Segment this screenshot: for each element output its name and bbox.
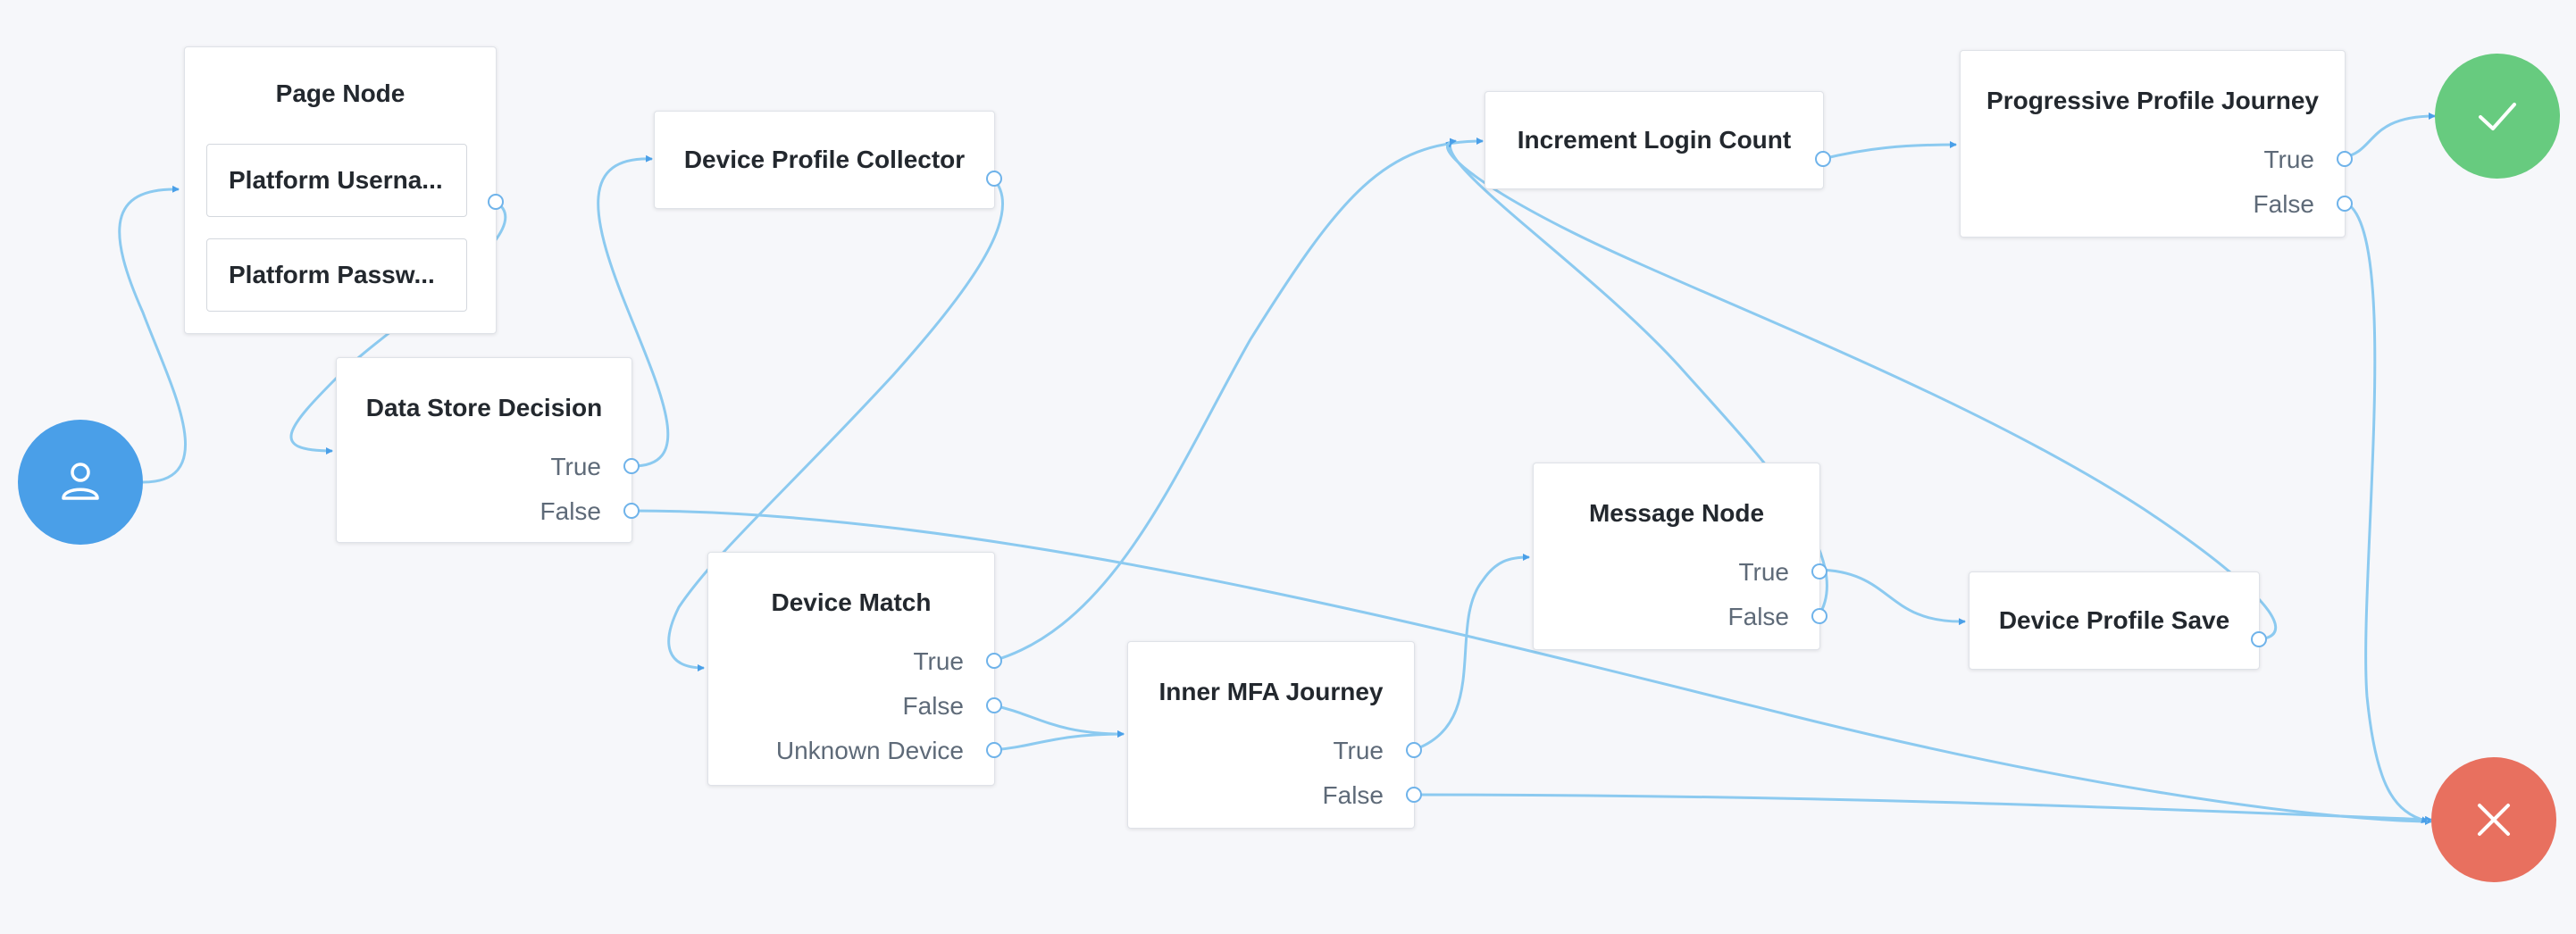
- data-store-decision-title: Data Store Decision: [365, 394, 603, 421]
- device-profile-save-title: Device Profile Save: [1998, 606, 2230, 634]
- check-icon: [2479, 103, 2516, 130]
- edge-device-match-true-to-increment: [992, 138, 1484, 663]
- inner-mfa-journey-true-label: True: [1333, 737, 1384, 764]
- increment-login-count-node[interactable]: Increment Login Count: [1485, 91, 1831, 189]
- device-profile-save-node[interactable]: Device Profile Save: [1969, 571, 2267, 670]
- page-node[interactable]: Page Node Platform Userna... Platform Pa…: [184, 46, 504, 334]
- device-profile-collector-output-port[interactable]: [986, 171, 1002, 187]
- progressive-profile-journey-title: Progressive Profile Journey: [1986, 87, 2319, 114]
- inner-mfa-journey-title: Inner MFA Journey: [1158, 678, 1384, 705]
- progressive-profile-journey-true-port[interactable]: [2337, 151, 2353, 167]
- device-match-false-port[interactable]: [986, 697, 1002, 713]
- edge-device-match-unknown-to-inner-mfa: [992, 730, 1125, 752]
- edge-start-to-page-node: [118, 185, 188, 484]
- device-match-true-port[interactable]: [986, 653, 1002, 669]
- data-store-decision-false-port[interactable]: [623, 503, 640, 519]
- platform-password-node[interactable]: Platform Passw...: [206, 238, 467, 312]
- platform-username-node[interactable]: Platform Userna...: [206, 144, 467, 217]
- success-node[interactable]: [2435, 54, 2560, 179]
- message-node[interactable]: Message Node True False: [1533, 463, 1827, 650]
- data-store-decision-false-label: False: [539, 497, 601, 525]
- data-store-decision-true-label: True: [550, 453, 601, 480]
- page-node-output-port[interactable]: [488, 194, 504, 210]
- user-icon: [62, 463, 99, 500]
- inner-mfa-journey-false-port[interactable]: [1406, 787, 1422, 803]
- progressive-profile-journey-node[interactable]: Progressive Profile Journey True False: [1960, 50, 2353, 238]
- message-node-true-port[interactable]: [1811, 563, 1827, 580]
- inner-mfa-journey-true-port[interactable]: [1406, 742, 1422, 758]
- edge-progressive-false-to-failure: [2343, 200, 2429, 824]
- increment-login-count-title: Increment Login Count: [1517, 126, 1792, 154]
- x-icon: [2478, 804, 2510, 836]
- edge-inner-mfa-false-to-failure: [1412, 793, 2432, 823]
- failure-node[interactable]: [2431, 757, 2556, 882]
- device-profile-save-output-port[interactable]: [2251, 631, 2267, 647]
- device-match-node[interactable]: Device Match True False Unknown Device: [707, 552, 1002, 786]
- edge-device-match-false-to-inner-mfa: [992, 704, 1125, 738]
- message-node-false-port[interactable]: [1811, 608, 1827, 624]
- edge-progressive-true-to-success: [2343, 113, 2436, 159]
- progressive-profile-journey-false-label: False: [2253, 190, 2314, 218]
- device-profile-collector-title: Device Profile Collector: [683, 146, 966, 173]
- device-match-title: Device Match: [771, 588, 932, 616]
- increment-login-count-output-port[interactable]: [1815, 151, 1831, 167]
- message-node-title: Message Node: [1588, 499, 1765, 527]
- message-node-true-label: True: [1738, 558, 1789, 586]
- start-node[interactable]: [18, 420, 143, 545]
- edge-message-true-to-profile-save: [1818, 568, 1966, 626]
- device-profile-collector-node[interactable]: Device Profile Collector: [654, 111, 1002, 209]
- data-store-decision-node[interactable]: Data Store Decision True False: [336, 357, 640, 543]
- inner-mfa-journey-false-label: False: [1322, 781, 1384, 809]
- inner-mfa-journey-node[interactable]: Inner MFA Journey True False: [1127, 641, 1422, 829]
- page-node-title: Page Node: [275, 79, 406, 107]
- progressive-profile-journey-true-label: True: [2263, 146, 2314, 173]
- device-match-unknown-port[interactable]: [986, 742, 1002, 758]
- device-match-unknown-label: Unknown Device: [775, 737, 964, 764]
- device-match-false-label: False: [902, 692, 964, 720]
- device-match-true-label: True: [913, 647, 964, 675]
- edge-increment-to-progressive-profile: [1821, 141, 1957, 161]
- progressive-profile-journey-false-port[interactable]: [2337, 196, 2353, 212]
- message-node-false-label: False: [1727, 603, 1789, 630]
- edge-inner-mfa-true-to-message-node: [1412, 554, 1530, 752]
- data-store-decision-true-port[interactable]: [623, 458, 640, 474]
